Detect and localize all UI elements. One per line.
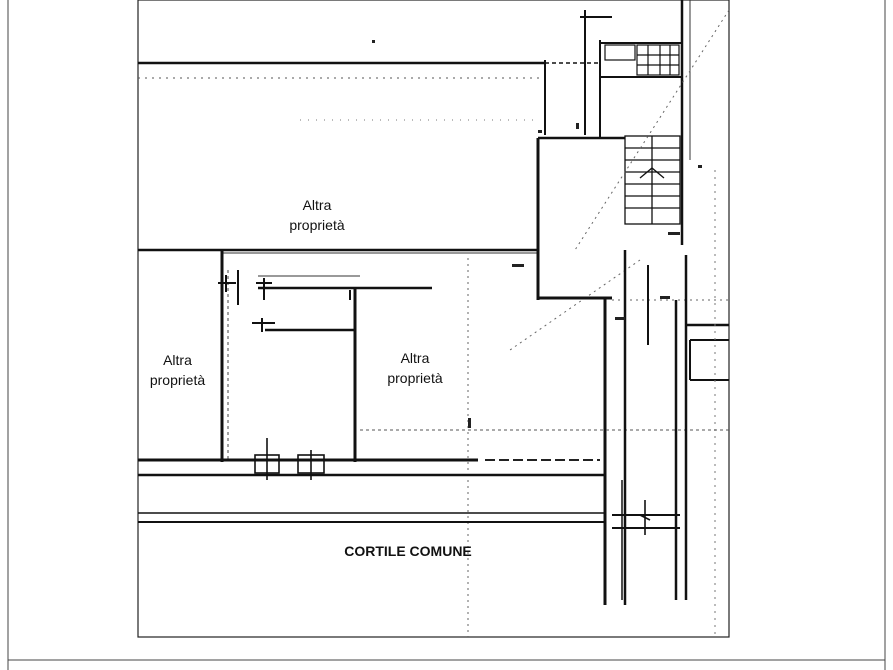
scan-specks [372,40,702,428]
upper-stair [604,44,680,76]
label-left-neighbor-line1: Altra [163,352,192,368]
drawing-border [137,0,730,638]
main-stair [624,135,681,225]
label-center-neighbor-line2: proprietà [387,370,443,386]
label-center-neighbor-line1: Altra [400,350,430,366]
diagonal-dotted-2 [509,259,641,351]
label-left-neighbor: Altra proprietà [135,350,220,390]
label-courtyard: CORTILE COMUNE [344,543,472,559]
label-center-neighbor: Altra proprietà [370,348,460,388]
window-marks [254,438,651,535]
label-upper-neighbor-line1: Altra [302,197,332,213]
label-upper-neighbor: Altra proprietà [272,195,362,235]
label-left-neighbor-line2: proprietà [149,372,206,388]
door-marks [218,270,351,332]
label-upper-neighbor-line2: proprietà [289,217,345,233]
